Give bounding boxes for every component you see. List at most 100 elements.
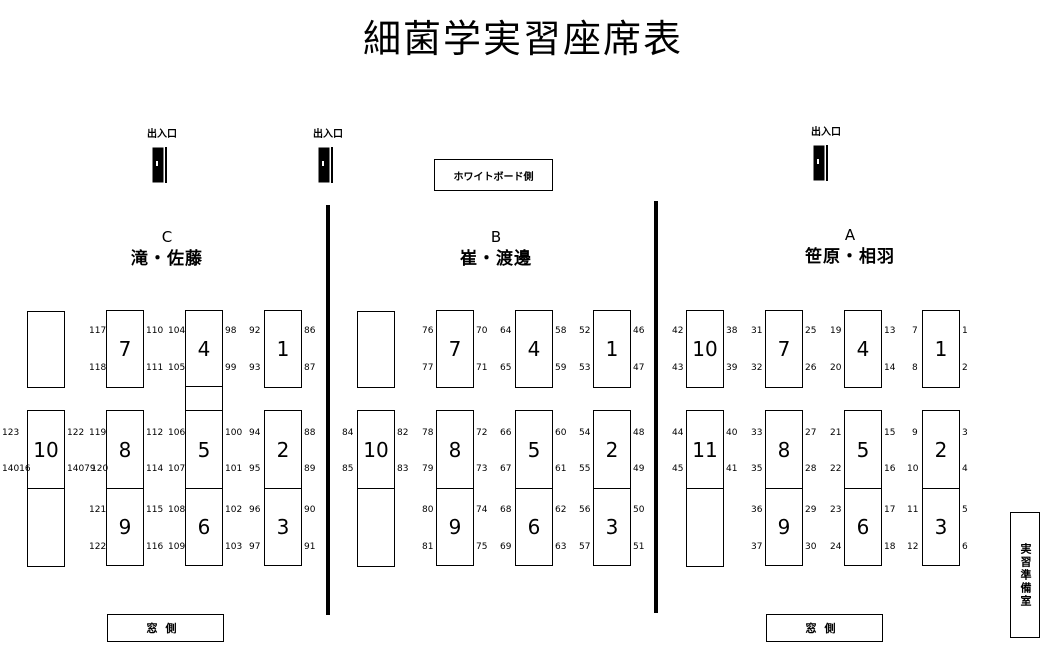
seat-115: 115: [146, 505, 164, 515]
desk-c-7: 7: [106, 310, 144, 388]
desk-a-side-bottom: [686, 488, 724, 567]
desk-b-4: 4: [515, 310, 553, 388]
seat-77: 77: [422, 363, 434, 373]
desk-a-3: 3: [922, 488, 960, 566]
desk-c-6: 6: [185, 488, 223, 566]
seat-82: 82: [397, 428, 409, 438]
door-icon-right: [813, 145, 825, 181]
seat-67: 67: [500, 464, 512, 474]
desk-c-5: 5: [185, 410, 223, 490]
seat-49: 49: [633, 464, 645, 474]
seat-15: 15: [884, 428, 896, 438]
desk-b-6: 6: [515, 488, 553, 566]
seat-30: 30: [805, 542, 817, 552]
seat-12: 12: [907, 542, 919, 552]
seat-91: 91: [304, 542, 316, 552]
desk-a-10: 10: [686, 310, 724, 388]
desk-b-8: 8: [436, 410, 474, 490]
seat-13: 13: [884, 326, 896, 336]
seat-106: 106: [168, 428, 186, 438]
seat-45: 45: [672, 464, 684, 474]
seat-62: 62: [555, 505, 567, 515]
seat-11: 11: [907, 505, 919, 515]
seat-43: 43: [672, 363, 684, 373]
seat-19: 19: [830, 326, 842, 336]
seat-88: 88: [304, 428, 316, 438]
door-frame-right: [826, 145, 828, 181]
seat-33: 33: [751, 428, 763, 438]
seat-53: 53: [579, 363, 591, 373]
seat-104: 104: [168, 326, 186, 336]
seat-83: 83: [397, 464, 409, 474]
desk-a-6: 6: [844, 488, 882, 566]
seat-22: 22: [830, 464, 842, 474]
seat-10: 10: [907, 464, 919, 474]
seat-80: 80: [422, 505, 434, 515]
seat-47: 47: [633, 363, 645, 373]
group-b-names: 崔・渡邊: [460, 249, 532, 269]
desk-b-9: 9: [436, 488, 474, 566]
seat-81: 81: [422, 542, 434, 552]
desk-c-1: 1: [264, 310, 302, 388]
seat-36: 36: [751, 505, 763, 515]
desk-a-4: 4: [844, 310, 882, 388]
desk-c-3: 3: [264, 488, 302, 566]
seat-1: 1: [962, 326, 968, 336]
seat-97: 97: [249, 542, 261, 552]
desk-c-9: 9: [106, 488, 144, 566]
seat-16: 16: [884, 464, 896, 474]
seat-35: 35: [751, 464, 763, 474]
group-c-names: 滝・佐藤: [131, 249, 203, 269]
desk-c-10: 10: [27, 410, 65, 490]
prep-room-label: 実習準備室: [1010, 512, 1040, 638]
seat-75: 75: [476, 542, 488, 552]
seat-89: 89: [304, 464, 316, 474]
seat-60: 60: [555, 428, 567, 438]
group-a-letter: A: [844, 226, 856, 244]
seat-100: 100: [225, 428, 243, 438]
seat-111: 111: [146, 363, 164, 373]
seat-105: 105: [168, 363, 186, 373]
seat-70: 70: [476, 326, 488, 336]
group-c-letter: C: [161, 228, 173, 246]
seat-14016: 123: [2, 428, 20, 438]
desk-c-spacer: [185, 386, 223, 412]
seat-79: 79: [422, 464, 434, 474]
desk-b-10: 10: [357, 410, 395, 490]
seat-18: 18: [884, 542, 896, 552]
seat-98: 98: [225, 326, 237, 336]
seat-87: 87: [304, 363, 316, 373]
seat-123: 122: [67, 428, 85, 438]
seat-85: 85: [342, 464, 354, 474]
desk-b-5: 5: [515, 410, 553, 490]
seat-90: 90: [304, 505, 316, 515]
seat-46: 46: [633, 326, 645, 336]
seat-112: 112: [146, 428, 164, 438]
seat-108: 108: [168, 505, 186, 515]
seat-5: 5: [962, 505, 968, 515]
seat-65: 65: [500, 363, 512, 373]
seat-14: 14: [884, 363, 896, 373]
seat-63: 63: [555, 542, 567, 552]
page-title: 細菌学実習座席表: [362, 17, 683, 61]
seat-107: 107: [168, 464, 186, 474]
desk-a-1: 1: [922, 310, 960, 388]
seat-17: 17: [884, 505, 896, 515]
seat-31: 31: [751, 326, 763, 336]
seat-55: 55: [579, 464, 591, 474]
seat-41: 41: [726, 464, 738, 474]
seat-73: 73: [476, 464, 488, 474]
seat-27: 27: [805, 428, 817, 438]
seat-38: 38: [726, 326, 738, 336]
seat-110: 110: [146, 326, 164, 336]
seat-93: 93: [249, 363, 261, 373]
seat-120: 120: [91, 464, 109, 474]
seat-71: 71: [476, 363, 488, 373]
seat-37: 37: [751, 542, 763, 552]
seat-61: 61: [555, 464, 567, 474]
group-a-names: 笹原・相羽: [805, 247, 895, 267]
desk-c-side-top: [27, 311, 65, 388]
divider-left: [326, 205, 330, 615]
divider-right: [654, 201, 658, 613]
desk-c-2: 2: [264, 410, 302, 490]
